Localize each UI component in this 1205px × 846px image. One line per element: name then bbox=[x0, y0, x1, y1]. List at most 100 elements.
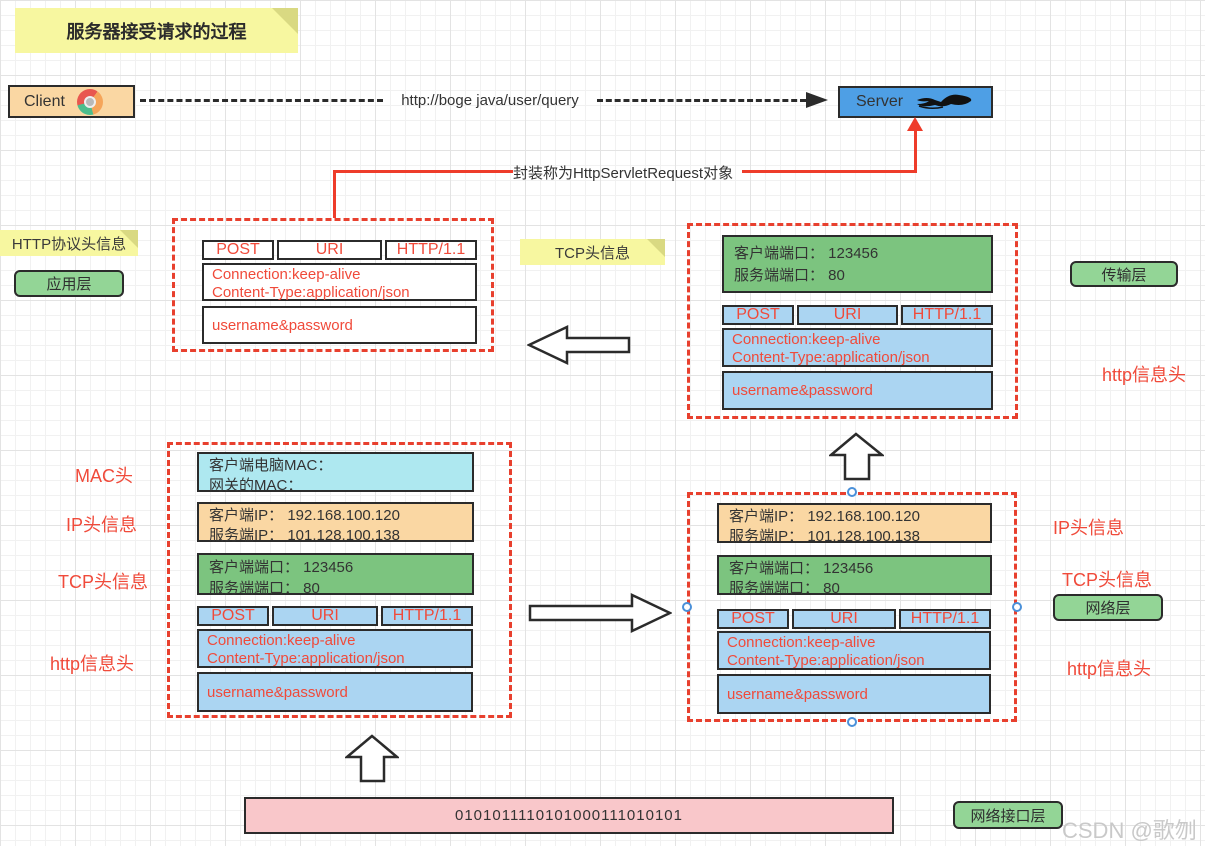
tcp-ports-box-left[interactable]: 客户端端口： 123456 服务端端口： 80 bbox=[197, 553, 474, 597]
uri-cell: URI bbox=[277, 240, 382, 260]
network-interface-layer-box[interactable]: 网络接口层 bbox=[953, 801, 1063, 829]
http-info-label-bottom-left: http信息头 bbox=[50, 654, 135, 674]
uri-cell: URI bbox=[792, 609, 896, 629]
tcp-ports-box-right[interactable]: 客户端端口： 123456 服务端端口： 80 bbox=[717, 555, 992, 597]
method-cell: POST bbox=[722, 305, 794, 325]
header-line-2: Content-Type:application/json bbox=[732, 349, 930, 366]
ip-header-box-left[interactable]: 客户端IP： 192.168.100.120 服务端IP： 101.128.10… bbox=[197, 502, 474, 544]
request-line-row-blue[interactable]: POST URI HTTP/1.1 bbox=[722, 305, 993, 325]
request-dashed-line-right bbox=[597, 99, 806, 102]
tomcat-icon bbox=[917, 94, 972, 110]
arrow-up-right[interactable] bbox=[829, 432, 884, 481]
tcp-segment-frame[interactable] bbox=[687, 223, 1018, 419]
http-body-box-blue[interactable]: username&password bbox=[717, 674, 991, 714]
tcp-head-label-left: TCP头信息 bbox=[58, 572, 148, 592]
encapsulation-connector-vertical-left bbox=[333, 171, 336, 218]
version-cell: HTTP/1.1 bbox=[381, 606, 473, 626]
http-body-text: username&password bbox=[732, 382, 873, 399]
csdn-watermark: CSDN @歌刎 bbox=[1062, 818, 1197, 843]
client-ip-line: 客户端IP： 192.168.100.120 bbox=[209, 507, 400, 524]
tcp-header-sticky-label: TCP头信息 bbox=[554, 244, 630, 262]
ip-header-box-right[interactable]: 客户端IP： 192.168.100.120 服务端IP： 101.128.10… bbox=[717, 503, 992, 545]
network-layer-box[interactable]: 网络层 bbox=[1053, 594, 1163, 621]
version-cell: HTTP/1.1 bbox=[385, 240, 477, 260]
arrow-up-left[interactable] bbox=[345, 734, 399, 783]
client-label: Client bbox=[24, 92, 65, 110]
http-header-sticky-label: HTTP协议头信息 bbox=[11, 235, 127, 253]
encapsulation-connector-horizontal-right bbox=[742, 170, 916, 173]
http-body-box-white[interactable]: username&password bbox=[202, 306, 477, 344]
request-line-row-blue[interactable]: POST URI HTTP/1.1 bbox=[717, 609, 991, 629]
tcp-header-sticky-note[interactable]: TCP头信息 bbox=[520, 239, 665, 265]
header-line-1: Connection:keep-alive bbox=[212, 266, 361, 283]
chrome-browser-icon bbox=[76, 88, 103, 115]
title-sticky-note[interactable]: 服务器接受请求的过程 bbox=[15, 8, 298, 53]
encapsulation-connector-vertical-right bbox=[914, 130, 917, 173]
application-layer-box[interactable]: 应用层 bbox=[14, 270, 124, 297]
server-ip-line: 服务端IP： 101.128.100.138 bbox=[729, 528, 920, 545]
http-body-text: username&password bbox=[212, 316, 353, 334]
client-mac-line: 客户端电脑MAC： bbox=[209, 457, 333, 474]
uri-cell: URI bbox=[797, 305, 898, 325]
application-layer-label: 应用层 bbox=[46, 276, 92, 293]
transport-layer-box[interactable]: 传输层 bbox=[1070, 261, 1178, 287]
http-info-label-top-right: http信息头 bbox=[1102, 365, 1187, 385]
http-request-frame[interactable] bbox=[172, 218, 494, 352]
client-node[interactable]: Client bbox=[8, 85, 135, 118]
server-port-line: 服务端端口： 80 bbox=[734, 267, 845, 284]
http-header-sticky-note[interactable]: HTTP协议头信息 bbox=[0, 230, 138, 256]
http-info-label-bottom-right: http信息头 bbox=[1067, 659, 1152, 679]
gateway-mac-line: 网关的MAC： bbox=[209, 477, 303, 494]
method-cell: POST bbox=[717, 609, 789, 629]
method-cell: POST bbox=[202, 240, 274, 260]
selection-handle-right[interactable] bbox=[1012, 602, 1022, 612]
mac-header-box[interactable]: 客户端电脑MAC： 网关的MAC： bbox=[197, 452, 474, 494]
network-layer-label: 网络层 bbox=[1085, 600, 1131, 617]
request-line-row-white[interactable]: POST URI HTTP/1.1 bbox=[202, 240, 477, 260]
tcp-ports-box-top[interactable]: 客户端端口： 123456 服务端端口： 80 bbox=[722, 235, 993, 293]
http-body-text: username&password bbox=[207, 683, 348, 701]
client-port-line: 客户端端口： 123456 bbox=[729, 560, 874, 577]
client-ip-line: 客户端IP： 192.168.100.120 bbox=[729, 508, 920, 525]
server-port-line: 服务端端口： 80 bbox=[729, 580, 840, 597]
server-label: Server bbox=[856, 93, 904, 110]
request-dashed-line-left bbox=[140, 99, 383, 102]
version-cell: HTTP/1.1 bbox=[899, 609, 991, 629]
header-line-2: Content-Type:application/json bbox=[207, 650, 405, 667]
binary-stream-text: 0101011110101000111010101 bbox=[455, 807, 683, 824]
header-line-1: Connection:keep-alive bbox=[727, 634, 876, 651]
network-interface-layer-label: 网络接口层 bbox=[970, 807, 1046, 825]
http-body-box-blue[interactable]: username&password bbox=[197, 672, 473, 712]
method-cell: POST bbox=[197, 606, 269, 626]
http-headers-box-blue[interactable]: Connection:keep-alive Content-Type:appli… bbox=[722, 328, 993, 367]
selection-handle-left[interactable] bbox=[682, 602, 692, 612]
http-body-box-blue[interactable]: username&password bbox=[722, 371, 993, 410]
http-body-text: username&password bbox=[727, 685, 868, 703]
arrow-left[interactable] bbox=[527, 324, 631, 366]
selection-handle-bottom[interactable] bbox=[847, 717, 857, 727]
ethernet-frame-left[interactable] bbox=[167, 442, 512, 718]
encapsulation-connector-horizontal-left bbox=[333, 170, 513, 173]
uri-cell: URI bbox=[272, 606, 378, 626]
arrow-right[interactable] bbox=[528, 592, 672, 635]
mac-head-label: MAC头 bbox=[75, 466, 133, 486]
encapsulation-note: 封装称为HttpServletRequest对象 bbox=[513, 165, 734, 182]
server-node[interactable]: Server bbox=[838, 86, 993, 118]
request-line-row-blue[interactable]: POST URI HTTP/1.1 bbox=[197, 606, 473, 626]
http-headers-box-blue[interactable]: Connection:keep-alive Content-Type:appli… bbox=[717, 631, 991, 670]
header-line-2: Content-Type:application/json bbox=[212, 284, 410, 301]
server-ip-line: 服务端IP： 101.128.100.138 bbox=[209, 527, 400, 544]
selection-handle-top[interactable] bbox=[847, 487, 857, 497]
request-url-label: http://boge java/user/query bbox=[401, 92, 579, 109]
header-line-1: Connection:keep-alive bbox=[732, 331, 881, 348]
client-port-line: 客户端端口： 123456 bbox=[209, 559, 354, 576]
http-headers-box-blue[interactable]: Connection:keep-alive Content-Type:appli… bbox=[197, 629, 473, 668]
binary-stream-bar[interactable]: 0101011110101000111010101 bbox=[244, 797, 894, 834]
header-line-1: Connection:keep-alive bbox=[207, 632, 356, 649]
http-headers-box-white[interactable]: Connection:keep-alive Content-Type:appli… bbox=[202, 263, 477, 301]
red-arrowhead-up-icon bbox=[907, 117, 923, 131]
ip-head-label-left: IP头信息 bbox=[66, 515, 138, 535]
version-cell: HTTP/1.1 bbox=[901, 305, 993, 325]
arrowhead-right-icon bbox=[806, 92, 828, 108]
